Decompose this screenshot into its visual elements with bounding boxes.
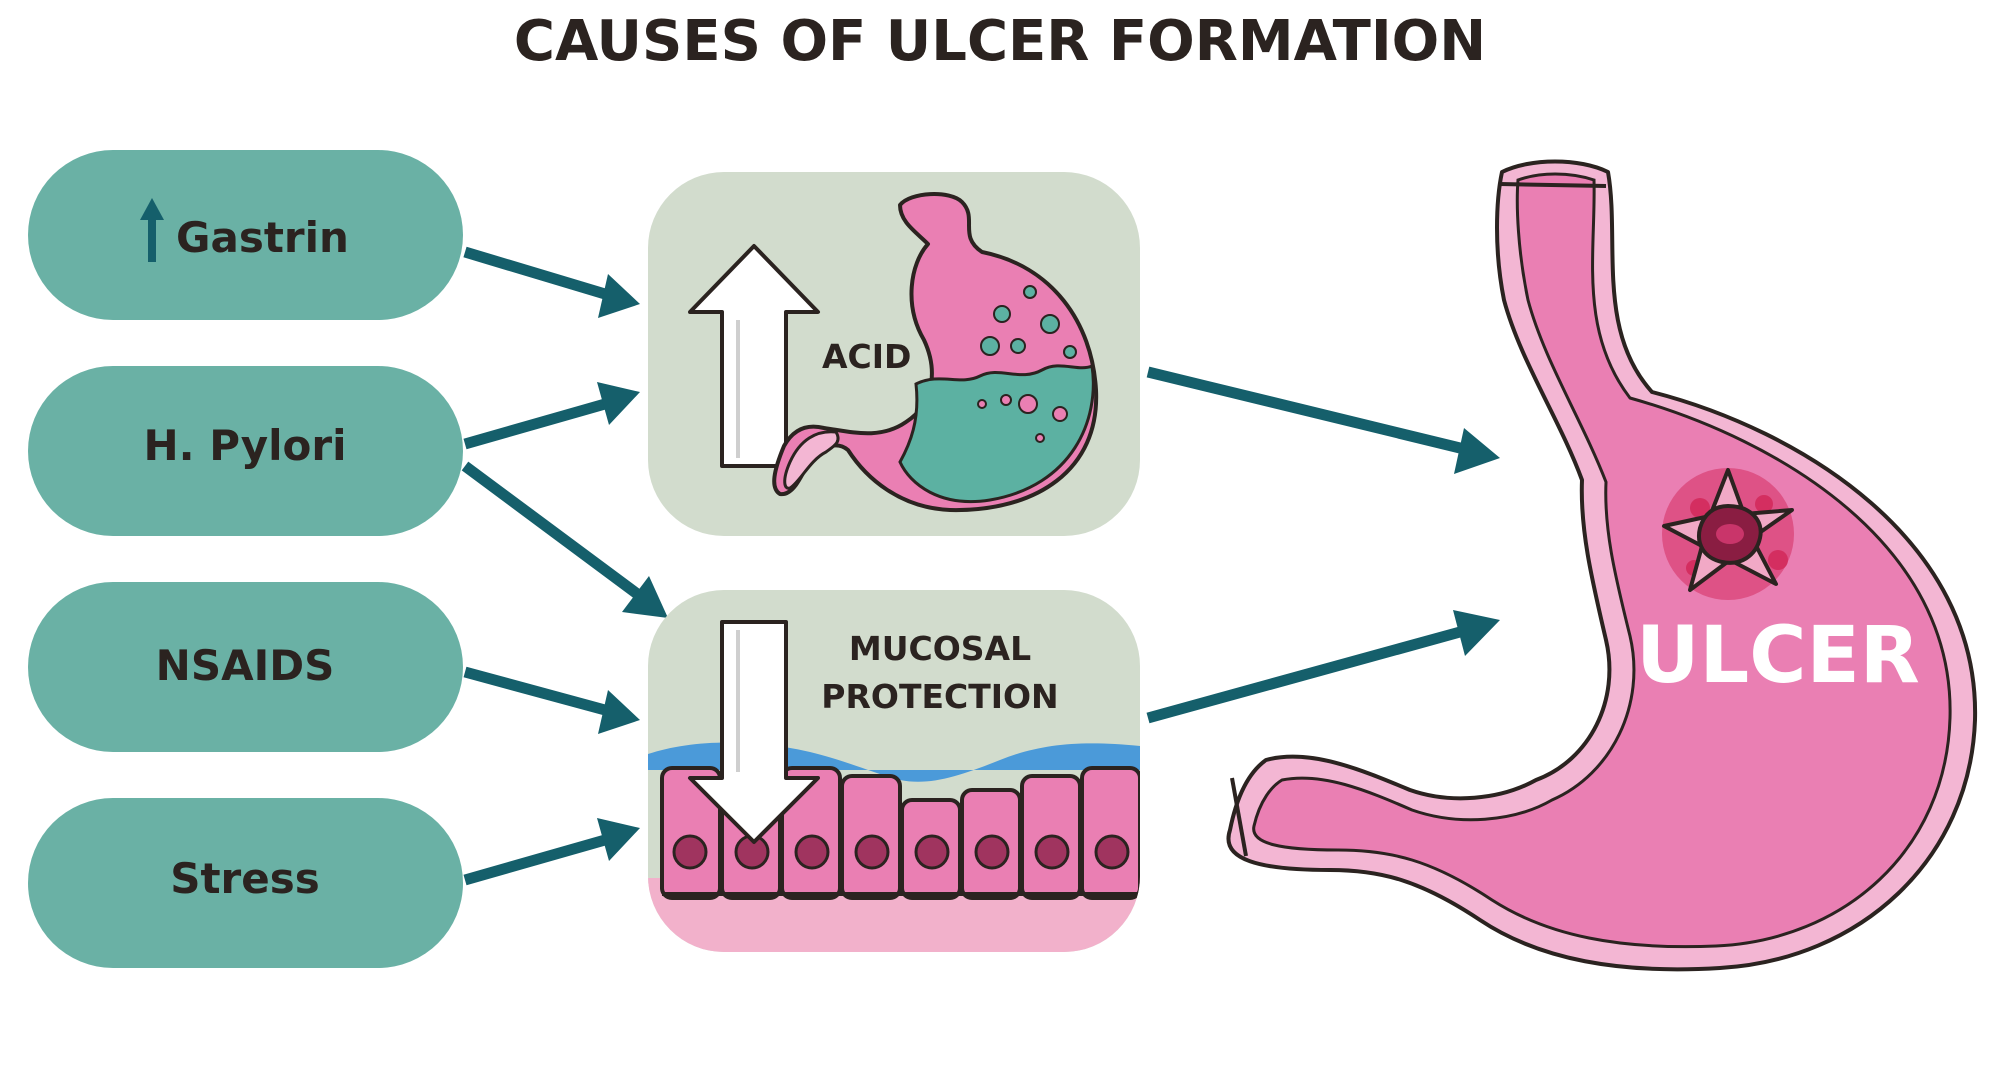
- arrow-gastrin-to-acid: [463, 246, 640, 318]
- mucosal-panel: MUCOSAL PROTECTION: [648, 590, 1140, 952]
- acid-label: ACID: [822, 337, 911, 376]
- cause-label: Stress: [170, 854, 320, 903]
- mucosal-label-line2: PROTECTION: [821, 677, 1058, 716]
- arrow-hpylori-to-acid: [463, 382, 640, 450]
- cause-label: H. Pylori: [143, 421, 346, 470]
- arrow-nsaids-to-mucosal: [463, 666, 640, 734]
- cause-nsaids: NSAIDS: [28, 582, 463, 752]
- up-arrow-icon: [140, 198, 164, 262]
- diagram-title: CAUSES OF ULCER FORMATION: [514, 9, 1486, 74]
- stomach-ulcer-illustration: ULCER: [1226, 159, 1978, 972]
- cause-label: Gastrin: [176, 213, 349, 262]
- ulcer-lesion-icon: [1662, 468, 1794, 600]
- arrow-hpylori-to-mucosal: [461, 461, 668, 618]
- cause-label: NSAIDS: [156, 641, 335, 690]
- arrow-mucosal-to-ulcer: [1146, 610, 1500, 724]
- cause-stress: Stress: [28, 798, 463, 968]
- cause-h-pylori: H. Pylori: [28, 366, 463, 536]
- mucosal-label-line1: MUCOSAL: [849, 629, 1031, 668]
- arrow-stress-to-mucosal: [463, 818, 640, 886]
- cause-gastrin: Gastrin: [28, 150, 463, 320]
- stomach-acid-icon: [772, 192, 1099, 513]
- mucosa-cells-illustration: [648, 742, 1140, 952]
- large-down-arrow-icon: [688, 620, 820, 844]
- acid-panel: ACID: [648, 172, 1140, 536]
- ulcer-label: ULCER: [1636, 611, 1920, 701]
- arrow-acid-to-ulcer: [1146, 366, 1500, 474]
